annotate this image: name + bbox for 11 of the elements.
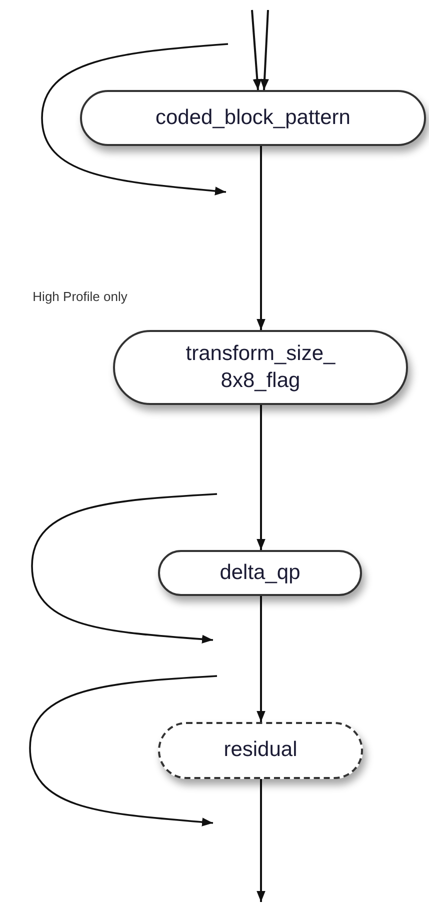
note-text: High Profile only bbox=[32, 290, 128, 305]
arrow bbox=[256, 596, 266, 722]
arrow bbox=[260, 10, 269, 90]
arrow bbox=[251, 10, 262, 90]
terminal-box: delta_qp bbox=[158, 550, 362, 596]
terminal-box: transform_size_ 8x8_flag bbox=[113, 330, 408, 405]
arrow bbox=[256, 405, 266, 550]
dashed-terminal-box: residual bbox=[158, 722, 363, 779]
arrow bbox=[256, 779, 266, 902]
arrow bbox=[256, 146, 266, 330]
terminal-box: coded_block_pattern bbox=[80, 90, 426, 146]
